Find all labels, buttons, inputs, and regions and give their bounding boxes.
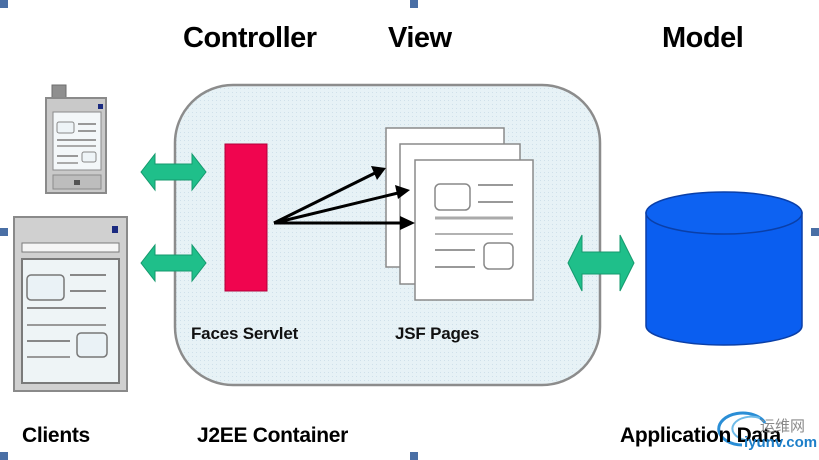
- heading-view: View: [388, 22, 452, 54]
- heading-model: Model: [662, 22, 744, 54]
- clients-label: Clients: [22, 424, 90, 447]
- selection-handle-middle-right[interactable]: [811, 228, 819, 236]
- jsf-pages-label: JSF Pages: [395, 324, 480, 343]
- selection-handle-bottom-left[interactable]: [0, 452, 8, 460]
- selection-handle-top-left[interactable]: [0, 0, 8, 8]
- heading-controller: Controller: [183, 22, 317, 54]
- j2ee-container-label: J2EE Container: [197, 424, 349, 447]
- selection-handle-bottom-center[interactable]: [410, 452, 418, 460]
- jsf-pages-stack-icon: [385, 127, 534, 301]
- desktop-browser-icon: [13, 216, 128, 392]
- selection-handle-top-center[interactable]: [410, 0, 418, 8]
- faces-servlet-block: [224, 143, 268, 292]
- pda-device-icon: [45, 84, 107, 194]
- watermark-logo-icon: [717, 411, 767, 447]
- selection-handle-middle-left[interactable]: [0, 228, 8, 236]
- watermark-cn-text: 运维网: [760, 417, 806, 435]
- client-desktop-double-arrow: [140, 243, 207, 283]
- database-cylinder-icon: [645, 191, 803, 346]
- application-data-label: Application Data: [620, 424, 781, 447]
- model-double-arrow: [567, 234, 635, 292]
- watermark-en-text: iyunv.com: [744, 434, 818, 451]
- dispatch-arrows: [273, 166, 415, 230]
- client-pda-double-arrow: [140, 152, 207, 192]
- faces-servlet-label: Faces Servlet: [191, 324, 299, 343]
